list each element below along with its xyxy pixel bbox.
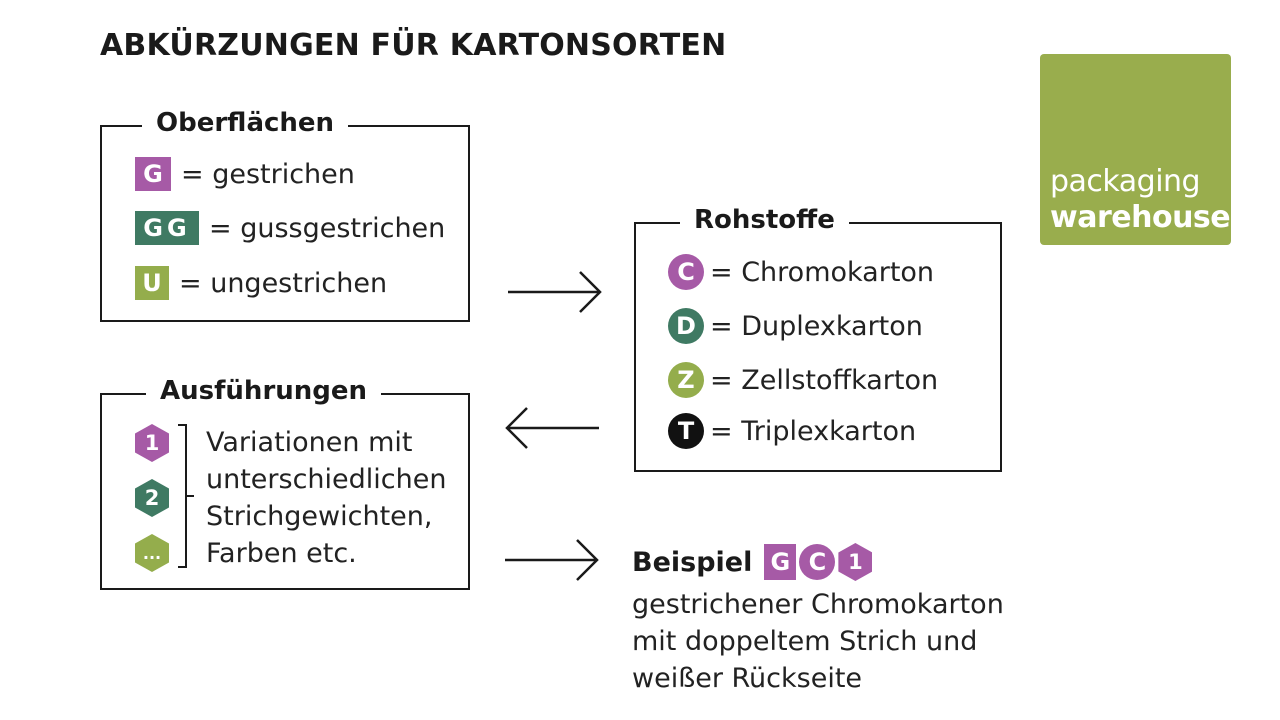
oberflaechen-box: Oberflächen	[100, 108, 470, 322]
arrow-left-middle	[505, 407, 599, 449]
rohstoffe-item-d: D = Duplexkarton	[668, 308, 923, 344]
badge-z: Z	[668, 362, 704, 398]
hex-badge-1: 1	[135, 424, 169, 462]
beispiel-badge-c: C	[799, 544, 836, 580]
label-zellstoffkarton: = Zellstoffkarton	[710, 364, 939, 396]
bracket	[178, 424, 194, 568]
beispiel-line-1: gestrichener Chromokarton	[632, 589, 1004, 620]
badge-c: C	[668, 254, 704, 290]
rohstoffe-item-t: T = Triplexkarton	[668, 413, 916, 449]
label-gussgestrichen: = gussgestrichen	[209, 212, 446, 244]
desc-line-3: Strichgewichten,	[206, 501, 433, 532]
oberflaechen-item-gg: GG = gussgestrichen	[135, 211, 445, 245]
hex-badge-2: 2	[135, 479, 169, 517]
badge-d: D	[668, 308, 704, 344]
ausfuehrungen-box: Ausführungen	[100, 376, 470, 590]
beispiel-header: Beispiel G C 1	[632, 543, 873, 581]
badge-t: T	[668, 413, 704, 449]
beispiel-badge-g: G	[764, 544, 797, 580]
badge-gg: GG	[135, 211, 199, 245]
beispiel-line-2: mit doppeltem Strich und	[632, 626, 978, 657]
desc-line-4: Farben etc.	[206, 538, 357, 569]
label-gestrichen: = gestrichen	[181, 158, 355, 190]
beispiel-title: Beispiel	[632, 546, 753, 578]
badge-u: U	[135, 266, 169, 300]
beispiel-line-3: weißer Rückseite	[632, 663, 863, 694]
logo-line-1: packaging	[1050, 164, 1201, 199]
rohstoffe-box: Rohstoffe	[634, 205, 1002, 472]
desc-line-1: Variationen mit	[206, 427, 413, 458]
ausfuehrungen-title: Ausführungen	[146, 376, 382, 406]
page-title: ABKÜRZUNGEN FÜR KARTONSORTEN	[100, 28, 727, 63]
desc-line-2: unterschiedlichen	[206, 464, 447, 495]
label-triplexkarton: = Triplexkarton	[710, 415, 917, 447]
beispiel-badge-1: 1	[838, 543, 873, 581]
oberflaechen-item-g: G = gestrichen	[135, 157, 355, 191]
logo-line-2: warehouse	[1050, 200, 1231, 235]
rohstoffe-item-c: C = Chromokarton	[668, 254, 934, 290]
oberflaechen-title: Oberflächen	[142, 108, 349, 138]
badge-g: G	[135, 157, 171, 191]
packaging-warehouse-logo: packaging warehouse	[1040, 54, 1231, 245]
rohstoffe-title: Rohstoffe	[680, 205, 849, 235]
beispiel-description: gestrichener Chromokarton mit doppeltem …	[632, 586, 1004, 697]
arrow-right-bottom	[505, 539, 599, 581]
label-chromokarton: = Chromokarton	[710, 256, 935, 288]
label-duplexkarton: = Duplexkarton	[710, 310, 923, 342]
oberflaechen-item-u: U = ungestrichen	[135, 266, 387, 300]
label-ungestrichen: = ungestrichen	[179, 267, 388, 299]
ausfuehrungen-description: Variationen mit unterschiedlichen Strich…	[206, 424, 446, 572]
arrow-right-top	[508, 271, 602, 313]
rohstoffe-item-z: Z = Zellstoffkarton	[668, 362, 938, 398]
